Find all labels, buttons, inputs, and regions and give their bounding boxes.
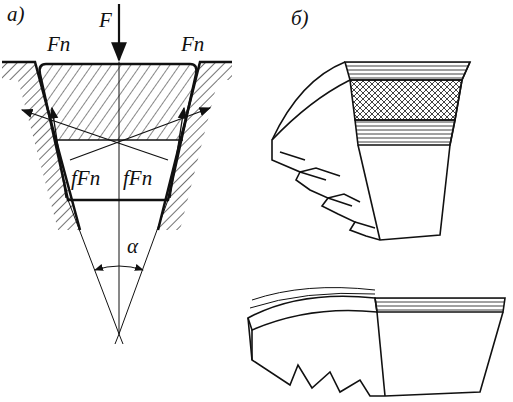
- panel-label: б): [290, 8, 310, 29]
- force-label: Fп: [46, 34, 71, 55]
- force-label: Fп: [180, 34, 205, 55]
- pulley-groove: [2, 62, 232, 230]
- force-label: F: [98, 10, 113, 31]
- cogged-belt: [272, 62, 470, 240]
- wide-belt: [248, 288, 505, 396]
- angle-label: α: [126, 236, 139, 257]
- force-arrows: [22, 4, 210, 198]
- force-label: fFп: [122, 168, 153, 189]
- force-label: fFп: [70, 168, 101, 189]
- panel-label: а): [6, 4, 26, 25]
- angle-construction: [68, 62, 168, 344]
- belt-section: [40, 64, 197, 200]
